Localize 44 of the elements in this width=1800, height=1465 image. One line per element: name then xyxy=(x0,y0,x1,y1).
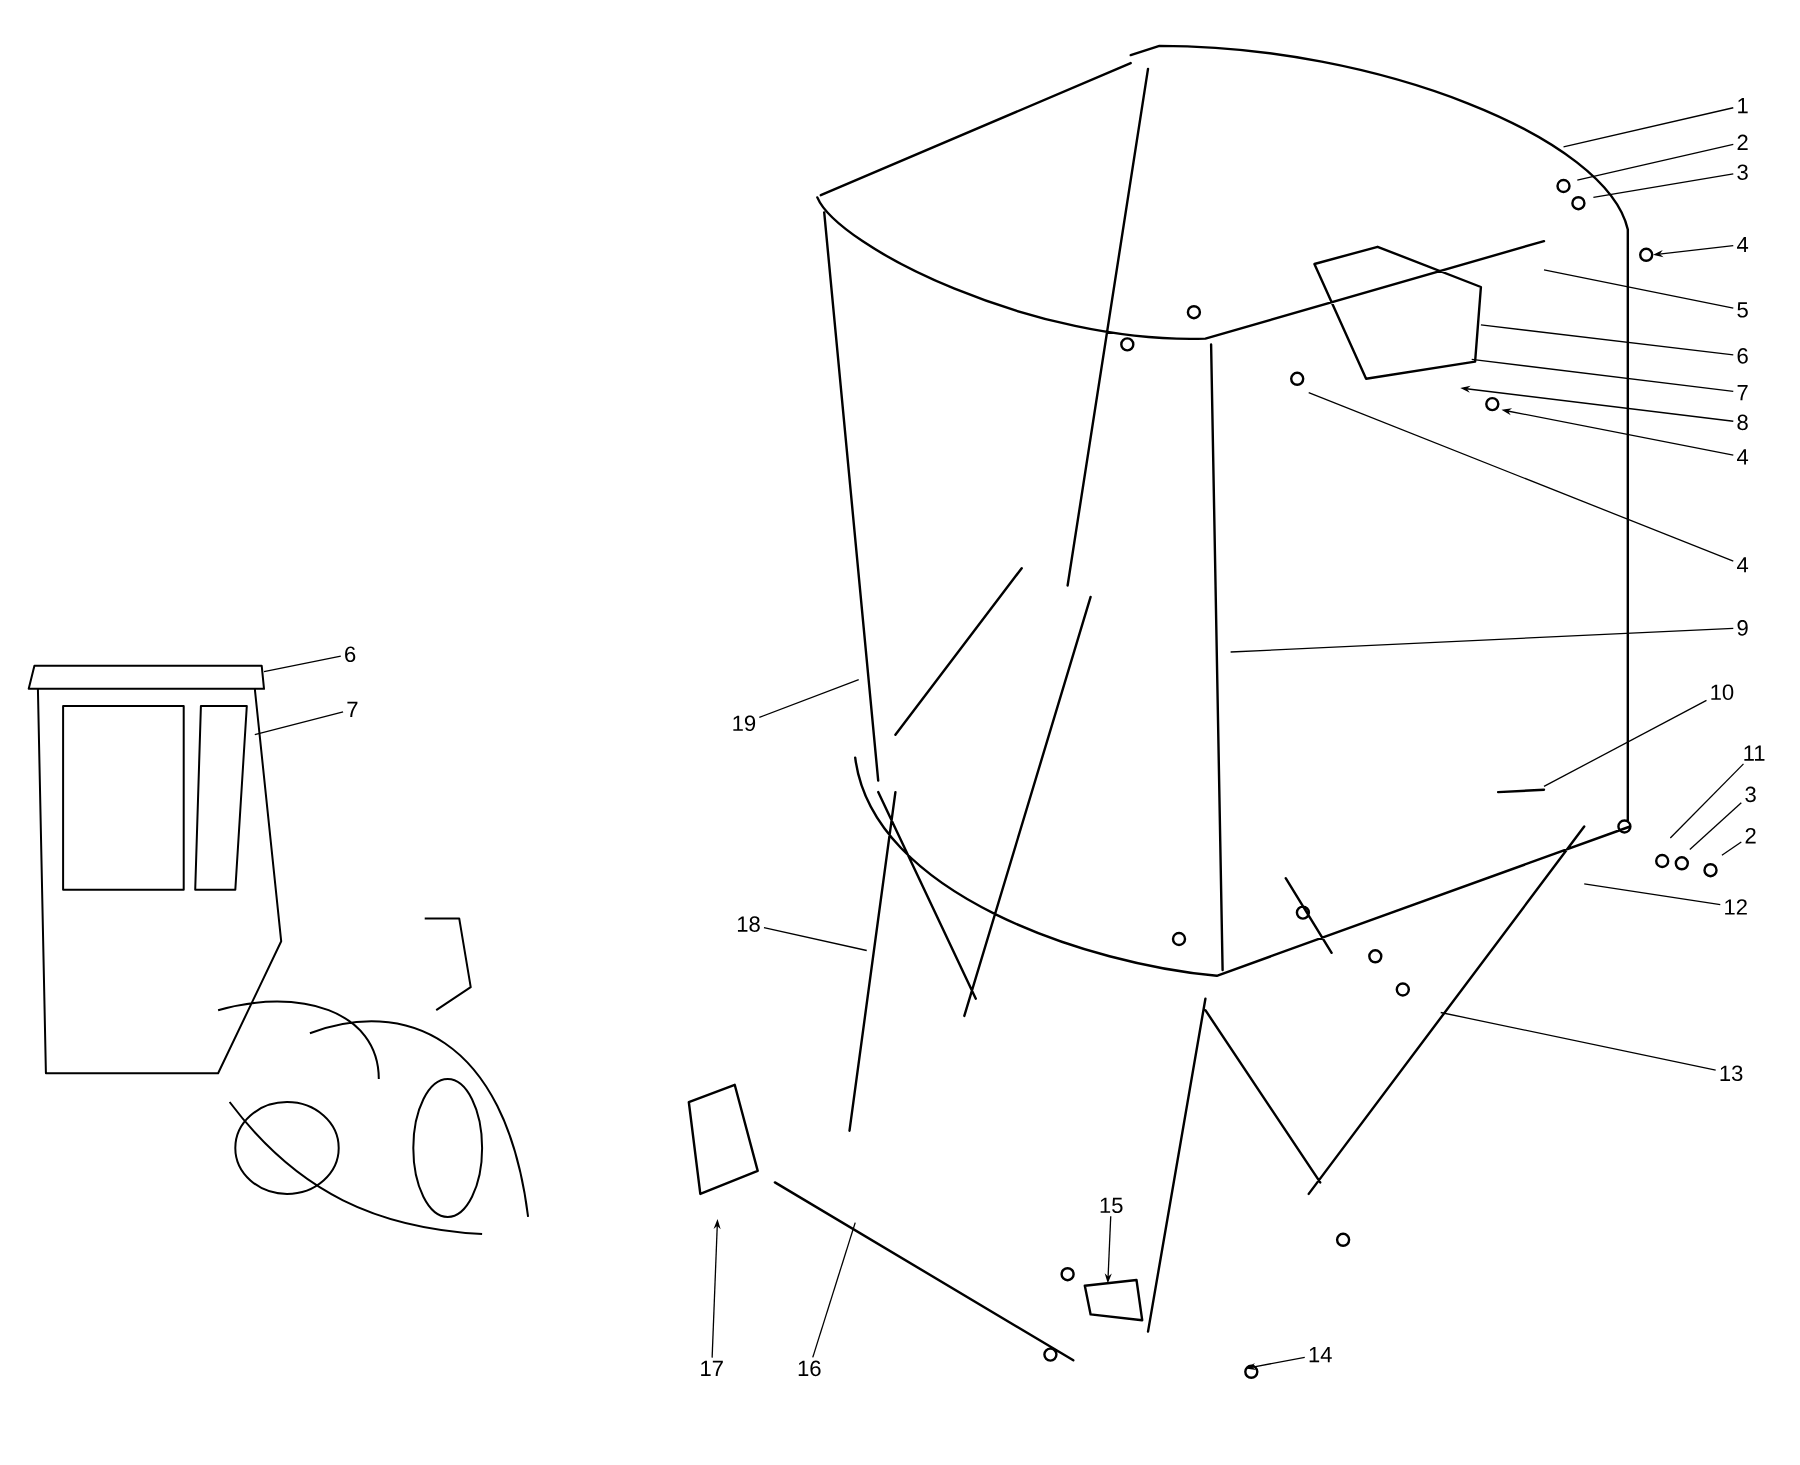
callout-number: 6 xyxy=(345,646,356,663)
leader-line xyxy=(1583,883,1721,906)
leader-line xyxy=(1669,763,1745,839)
callout-number: 15 xyxy=(1100,1197,1123,1214)
callout-number: 2 xyxy=(1745,828,1756,844)
leader-line xyxy=(1689,802,1742,851)
callout-number: 16 xyxy=(798,1360,821,1377)
callout-number: 11 xyxy=(1744,745,1765,761)
leader-line xyxy=(1471,358,1734,393)
callout-number: 18 xyxy=(737,916,760,932)
callout-number: 7 xyxy=(347,701,358,717)
leader-line xyxy=(1592,173,1734,199)
callout-number: 2 xyxy=(1737,134,1748,150)
callout-number: 17 xyxy=(701,1360,723,1376)
callout-number: 3 xyxy=(1737,164,1748,180)
callout-number: 5 xyxy=(1737,302,1748,318)
callout-number: 4 xyxy=(1737,557,1749,573)
leader-line xyxy=(1576,143,1734,181)
callout-number: 4 xyxy=(1737,449,1749,465)
callout-number: 7 xyxy=(1737,385,1748,401)
callout-number: 8 xyxy=(1737,414,1748,431)
leader-line xyxy=(254,711,344,736)
leader-line xyxy=(1480,324,1734,356)
leader-line xyxy=(1543,269,1734,309)
callout-number: 10 xyxy=(1711,684,1734,700)
callout-number: 6 xyxy=(1737,348,1748,364)
callout-number: 9 xyxy=(1737,620,1748,636)
leader-line xyxy=(1229,627,1734,653)
leader-line xyxy=(1721,841,1742,856)
callout-number: 12 xyxy=(1725,899,1747,915)
callout-number: 13 xyxy=(1720,1065,1743,1082)
leader-line xyxy=(1562,107,1734,148)
callout-number: 4 xyxy=(1737,236,1749,253)
callout-number: 19 xyxy=(733,715,756,731)
leader-line xyxy=(812,1221,856,1359)
callout-number: 1 xyxy=(1738,98,1748,114)
leader-line xyxy=(1440,1011,1717,1071)
leader-line xyxy=(763,926,868,952)
leader-line xyxy=(758,678,860,718)
leader-line xyxy=(1308,391,1734,562)
callout-number: 3 xyxy=(1745,786,1756,803)
leader-line xyxy=(263,655,342,673)
leader-line xyxy=(1543,699,1708,788)
callout-number: 14 xyxy=(1309,1347,1332,1363)
